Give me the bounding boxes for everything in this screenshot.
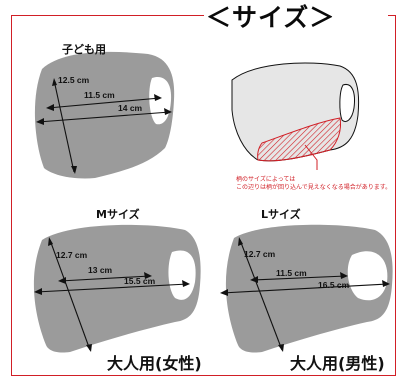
kids-mask-shape	[34, 51, 175, 179]
print-note-line2: この辺りは柄が回り込んで見えなくなる場合があります。	[236, 184, 392, 191]
print-note-line1: 柄のサイズによっては	[236, 176, 296, 183]
callout-line	[304, 144, 318, 170]
m-width-label: 15.5 cm	[124, 276, 156, 286]
l-ear-hole	[347, 251, 388, 301]
kids-height-label: 12.5 cm	[58, 75, 90, 85]
kids-width-label: 14 cm	[118, 103, 143, 113]
kids-mask-figure	[34, 51, 175, 179]
l-width-label: 16.5 cm	[318, 280, 350, 290]
l-height-label: 12.7 cm	[244, 249, 276, 259]
l-mid-label: 11.5 cm	[276, 268, 307, 278]
hatched-area	[257, 117, 341, 162]
m-mid-label: 13 cm	[88, 265, 113, 275]
illustration-ear-hole	[339, 83, 355, 122]
page-title: ＜サイズ＞	[206, 3, 336, 32]
title-background	[204, 3, 388, 33]
l-size-label: Lサイズ	[261, 208, 301, 221]
illustration-mask-figure	[231, 62, 360, 170]
kids-size-label: 子ども用	[62, 43, 106, 56]
m-mask-shape	[33, 224, 201, 353]
m-ear-hole	[168, 250, 196, 300]
m-mask-figure	[33, 224, 201, 353]
content-frame	[11, 15, 396, 376]
m-caption: 大人用(女性)	[107, 354, 202, 373]
m-height-label: 12.7 cm	[56, 250, 88, 260]
kids-mid-label: 11.5 cm	[84, 90, 115, 100]
m-size-label: Mサイズ	[96, 208, 140, 221]
l-caption: 大人用(男性)	[290, 354, 385, 373]
l-mask-figure	[220, 224, 393, 353]
